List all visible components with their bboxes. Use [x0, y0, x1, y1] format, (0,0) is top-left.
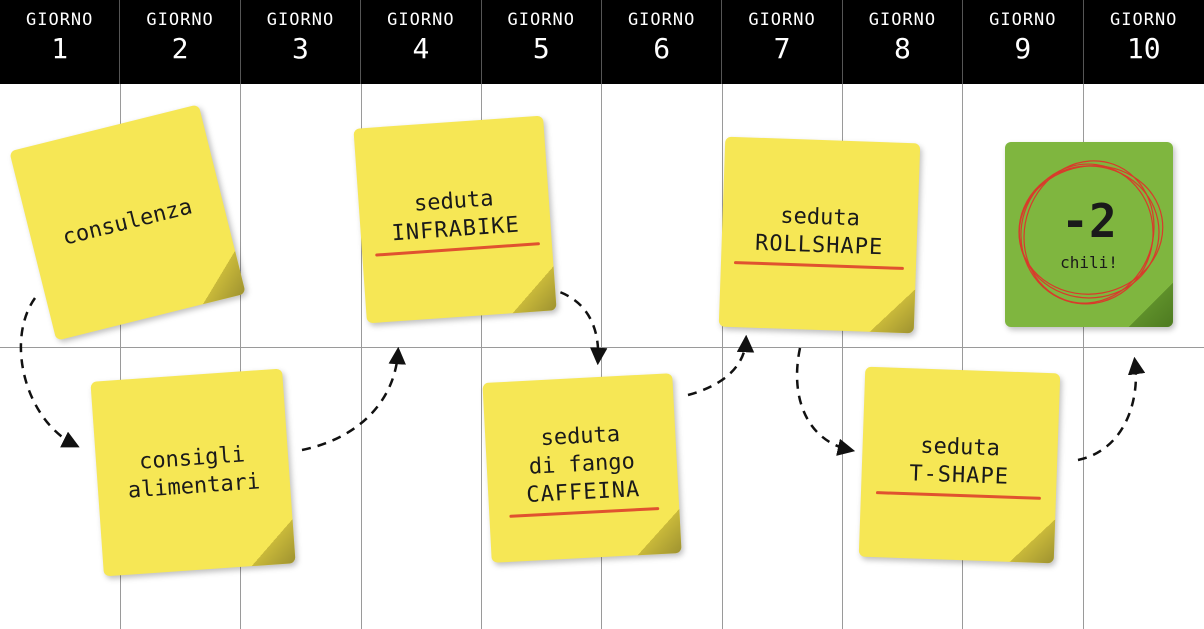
note-caffeina: seduta di fango CAFFEINA [482, 373, 682, 563]
red-scribble-circle [1018, 160, 1164, 305]
page-curl [869, 287, 916, 334]
page-curl [1009, 517, 1056, 564]
day-7: GIORNO 7 [722, 0, 843, 84]
note-result: -2 chili! [1005, 142, 1173, 327]
grid-line [240, 84, 241, 629]
note-t-shape: seduta T-SHAPE [858, 366, 1061, 564]
day-label: GIORNO [25, 10, 94, 30]
note-text-line2: INFRABIKE [390, 212, 521, 247]
grid-line [481, 84, 482, 629]
result-value: -2 [1061, 193, 1117, 248]
day-9: GIORNO 9 [963, 0, 1084, 84]
result-unit: chili! [1060, 252, 1118, 272]
arrow-2-3 [301, 346, 406, 452]
arrow-3-4 [544, 286, 608, 366]
note-infrabike: seduta INFRABIKE [353, 115, 557, 324]
day-label: GIORNO [1110, 10, 1178, 30]
grid-line [120, 84, 121, 629]
day-10: GIORNO 10 [1084, 0, 1204, 84]
days-header: GIORNO 1 GIORNO 2 GIORNO 3 GIORNO 4 GIOR… [0, 0, 1204, 84]
page-curl [248, 519, 296, 567]
day-number: 8 [894, 32, 911, 65]
day-6: GIORNO 6 [602, 0, 723, 84]
day-3: GIORNO 3 [241, 0, 362, 84]
arrow-6-result [1077, 356, 1146, 462]
red-underline [733, 260, 904, 270]
note-text-line1: seduta [539, 421, 621, 451]
day-2: GIORNO 2 [120, 0, 241, 84]
day-label: GIORNO [146, 10, 214, 30]
note-text: consulenza [60, 193, 195, 251]
day-number: 7 [773, 32, 791, 65]
arrow-1-2 [19, 297, 80, 448]
red-underline [875, 490, 1041, 500]
grid-line [842, 84, 843, 629]
arrow-5-6 [795, 347, 856, 456]
day-number: 9 [1014, 32, 1032, 65]
day-number: 1 [51, 32, 69, 65]
day-8: GIORNO 8 [843, 0, 964, 84]
note-text-line1: seduta [779, 203, 861, 231]
note-text-line2: T-SHAPE [908, 460, 1010, 490]
grid-line [962, 84, 963, 629]
day-label: GIORNO [266, 10, 335, 30]
day-label: GIORNO [507, 10, 575, 30]
page-curl [635, 508, 682, 556]
note-text-line3: CAFFEINA [525, 476, 641, 508]
day-label: GIORNO [387, 10, 455, 30]
page-curl [509, 266, 557, 314]
day-number: 6 [653, 32, 671, 65]
note-consigli-alimentari: consigli alimentari [90, 368, 296, 577]
arrow-4-5 [687, 334, 755, 397]
grid-line [1083, 84, 1084, 629]
day-number: 4 [412, 32, 430, 65]
page-curl [1129, 283, 1173, 327]
day-label: GIORNO [868, 10, 937, 30]
note-text-line1: seduta [919, 433, 1001, 461]
day-number: 3 [292, 32, 309, 65]
day-number: 2 [171, 32, 189, 65]
day-5: GIORNO 5 [482, 0, 602, 84]
day-1: GIORNO 1 [0, 0, 121, 84]
grid-line [361, 84, 362, 629]
day-label: GIORNO [989, 10, 1057, 30]
note-rollshape: seduta ROLLSHAPE [718, 136, 921, 334]
day-number: 5 [532, 32, 550, 65]
day-number: 10 [1126, 32, 1161, 65]
day-label: GIORNO [748, 10, 816, 30]
note-text-line2: ROLLSHAPE [754, 230, 884, 260]
grid-line [722, 84, 723, 629]
day-label: GIORNO [627, 10, 696, 30]
day-4: GIORNO 4 [361, 0, 482, 84]
